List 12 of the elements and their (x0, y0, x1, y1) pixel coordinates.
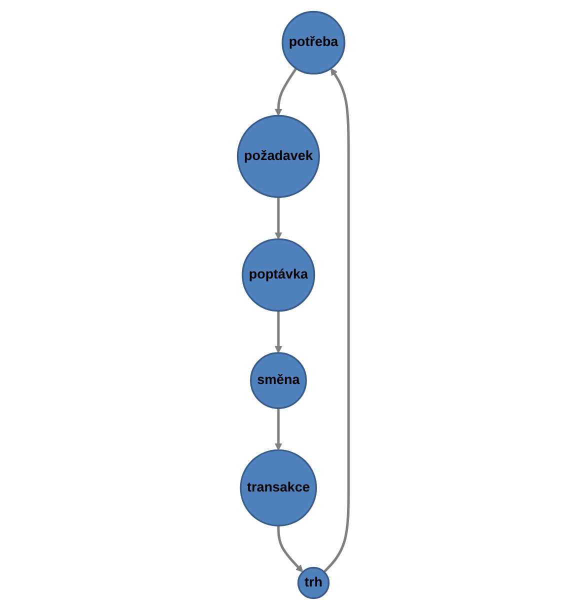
node-circle: poptávka (242, 238, 316, 312)
arrow (275, 408, 282, 451)
node-circle: požadavek (237, 114, 320, 198)
node-circle: potřeba (282, 10, 346, 75)
node-circle: směna (250, 352, 308, 410)
node-circle: trh (298, 566, 330, 600)
node-circle: transakce (240, 449, 318, 526)
arrow (324, 68, 350, 573)
arrow (278, 526, 304, 572)
arrow (275, 310, 282, 354)
arrow (275, 197, 282, 240)
arrow (275, 68, 298, 116)
